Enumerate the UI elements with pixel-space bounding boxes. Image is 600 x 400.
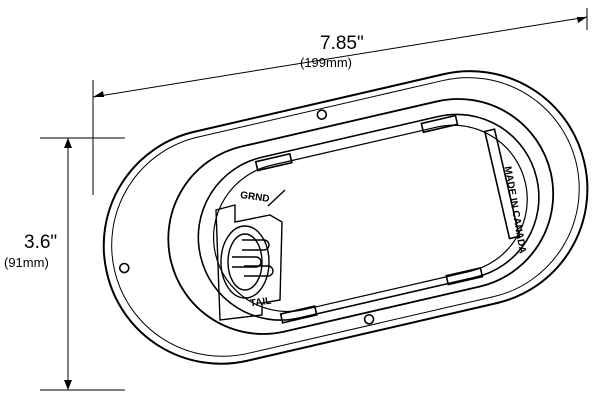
connector	[215, 189, 286, 321]
height-millimeters: (91mm)	[4, 255, 49, 270]
width-inches: 7.85"	[320, 33, 364, 54]
width-millimeters: (199mm)	[300, 55, 353, 70]
flange	[102, 70, 589, 365]
height-inches: 3.6"	[24, 232, 58, 253]
width-dimension-line	[92, 16, 588, 98]
